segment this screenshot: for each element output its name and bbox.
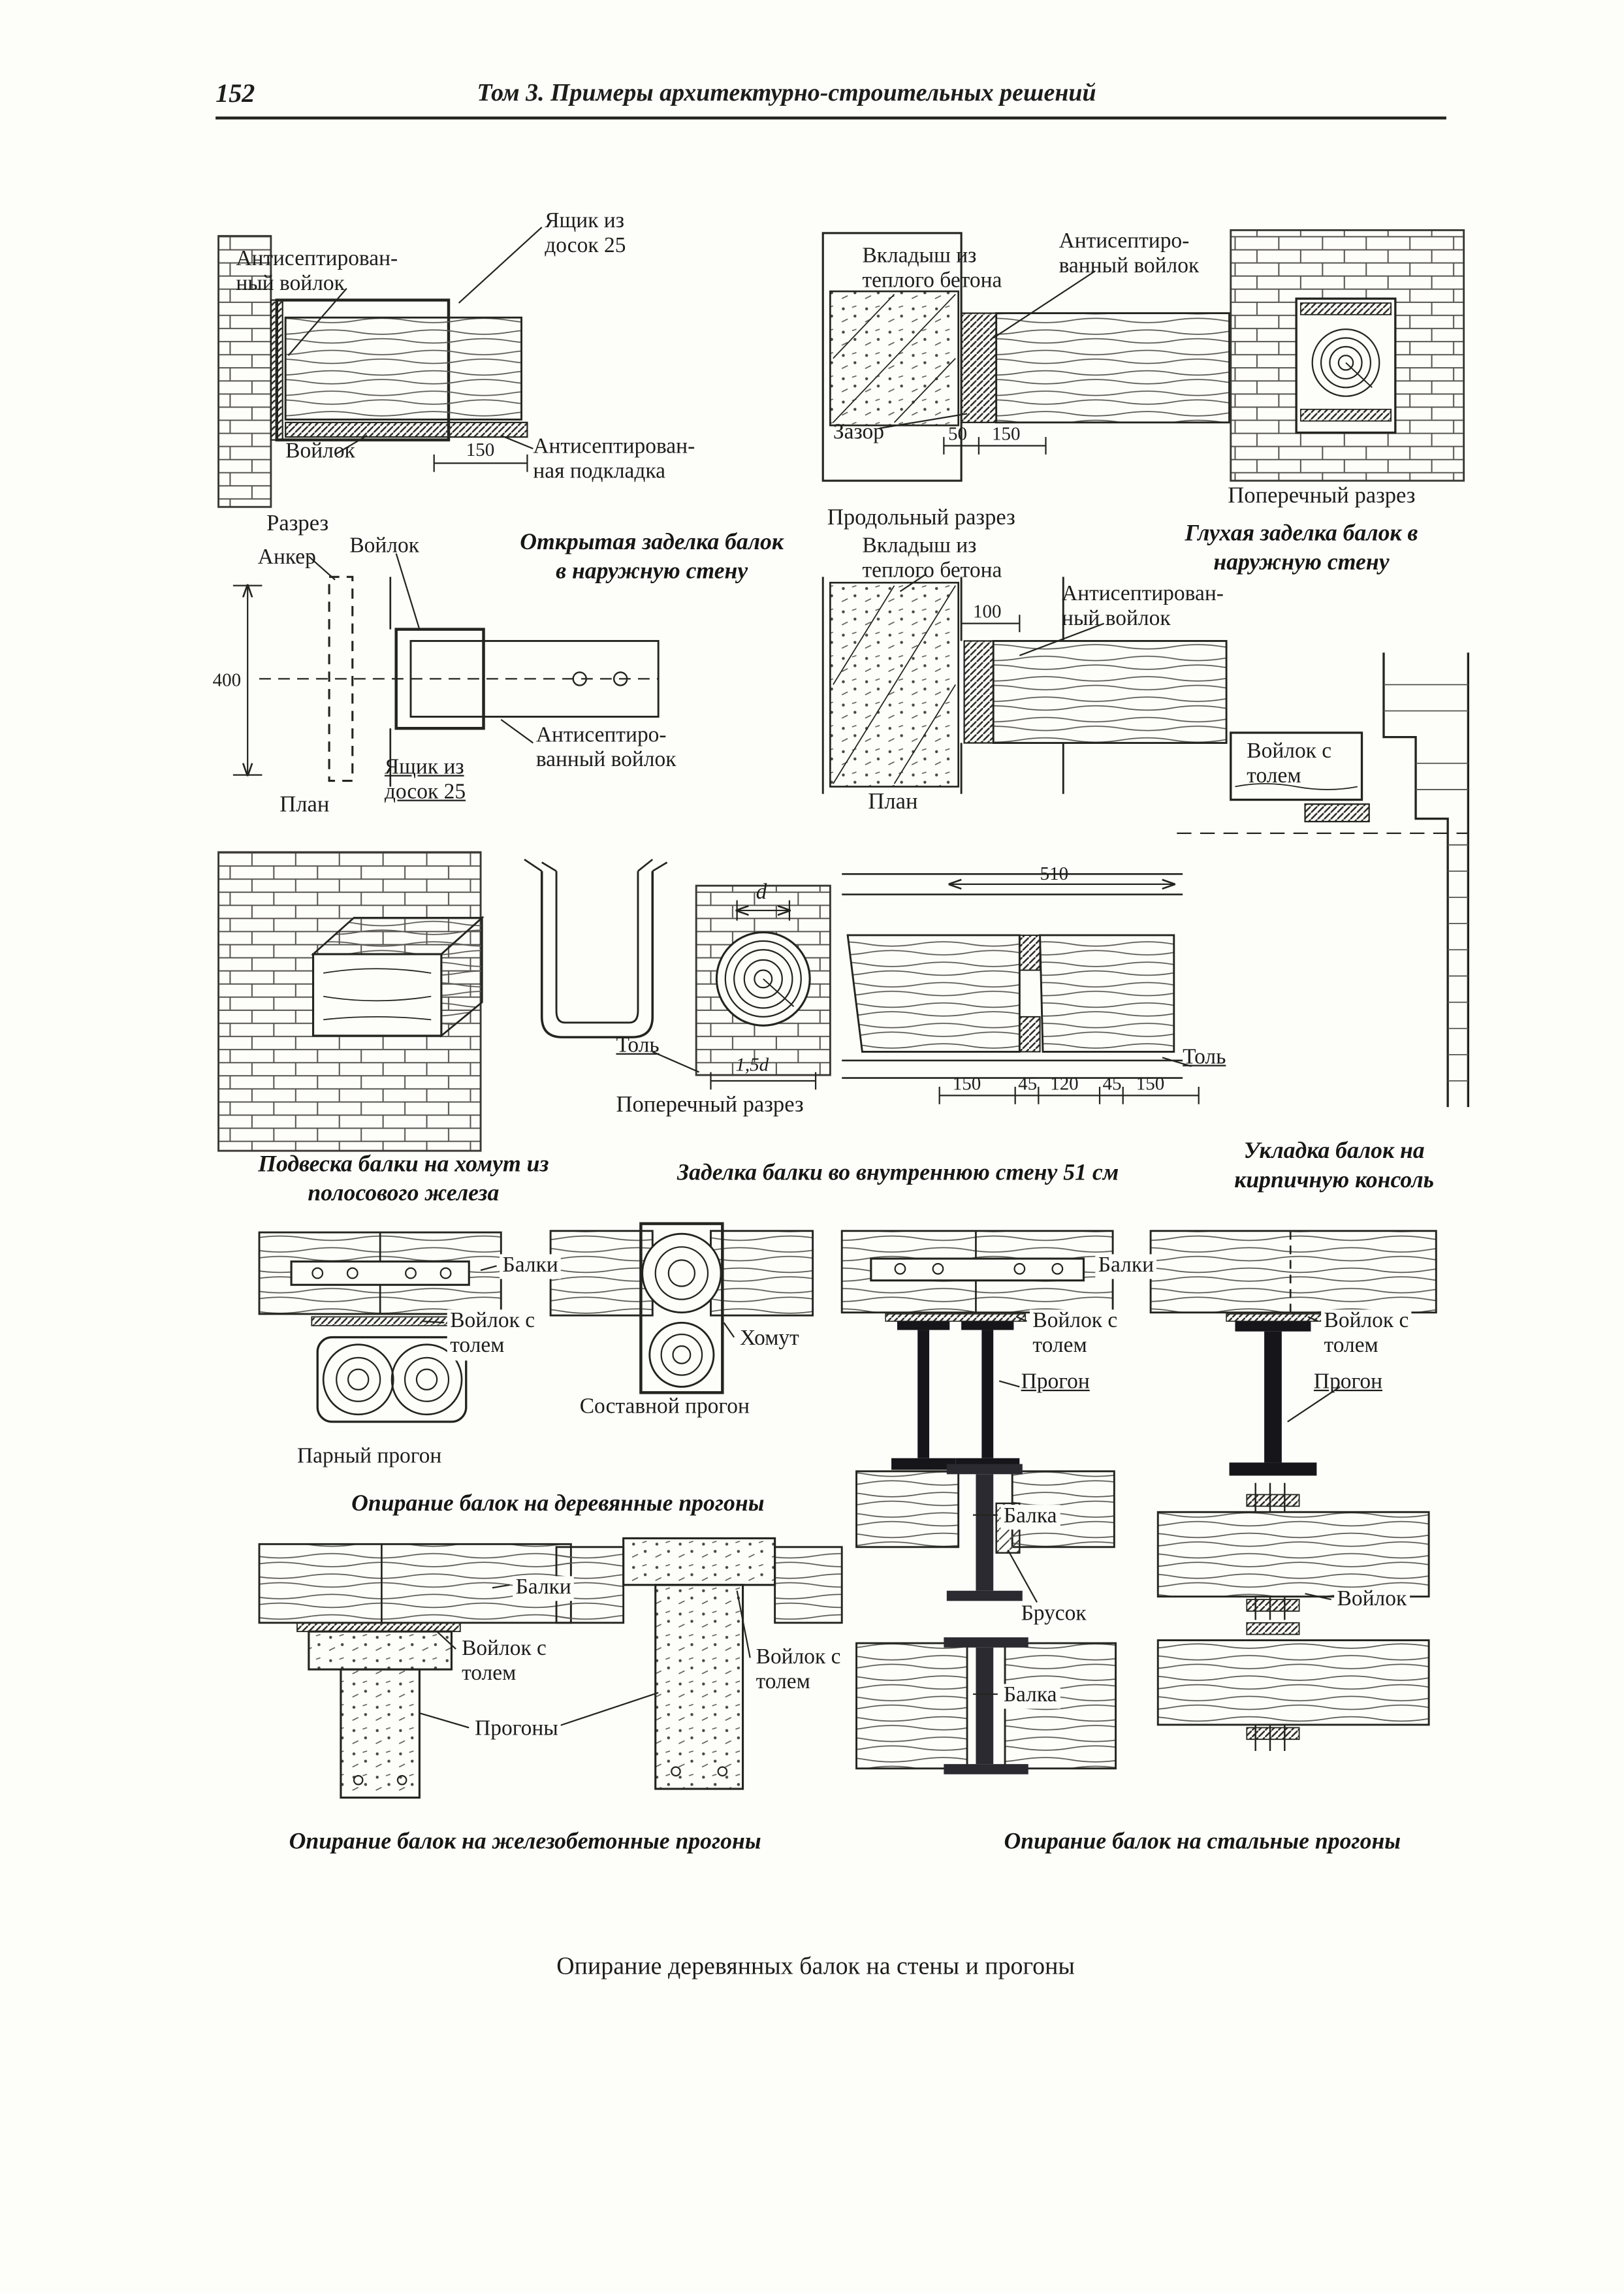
label-beam-steel-1: Балка [1000, 1505, 1060, 1530]
label-antiseptic-felt-blind: Антисептиро- ванный войлок [1059, 230, 1200, 279]
drawing-rc-girder-b [555, 1537, 843, 1790]
label-felt-tar-steel-1: Войлок с толем [1029, 1309, 1121, 1360]
drawing-blind-embed-plan [821, 573, 1228, 794]
drawing-bolted-beams [1156, 1483, 1430, 1752]
label-girders-rc: Прогоны [471, 1717, 562, 1743]
dim-1-5d: 1,5d [735, 1053, 769, 1076]
subtitle-section: Разрез [266, 511, 329, 536]
caption-console: Укладка балок на кирпичную консоль [1234, 1139, 1434, 1193]
drawing-brick-console [1177, 652, 1470, 1108]
subtitle-longitudinal-section: Продольный разрез [827, 505, 1015, 530]
label-felt: Войлок [285, 440, 355, 464]
label-anchor: Анкер [257, 546, 316, 570]
label-felt-tar-wood: Войлок с толем [447, 1309, 538, 1360]
label-bar: Брусок [1018, 1602, 1090, 1628]
label-beams-rc: Балки [513, 1576, 575, 1602]
label-felt-tar-rc-1: Войлок с толем [458, 1637, 550, 1688]
label-box-boards: Ящик из досок 25 [545, 210, 626, 259]
subtitle-cross-section-wall51: Поперечный разрез [616, 1092, 804, 1117]
caption-strap: Подвеска балки на хомут из полосового же… [258, 1152, 549, 1206]
label-girder-steel-1: Прогон [1021, 1370, 1090, 1394]
caption-wall51: Заделка балки во внутреннюю стену 51 см [677, 1161, 1119, 1186]
label-antiseptic-felt: Антисептирован- ный войлок [236, 248, 398, 297]
label-felt-tar-steel-2: Войлок с толем [1321, 1309, 1412, 1360]
dim-510: 510 [1040, 862, 1069, 884]
drawing-composite-girder [549, 1222, 814, 1394]
label-antiseptic-felt-blind-plan: Антисептирован- ный войлок [1062, 583, 1224, 632]
caption-open-embed: Открытая заделка балок в наружную стену [520, 530, 784, 584]
drawing-blind-embed-cross [1230, 229, 1465, 482]
subtitle-cross-section: Поперечный разрез [1228, 483, 1416, 509]
label-beam-steel-2: Балка [1000, 1684, 1060, 1710]
drawing-open-embed-plan [232, 553, 660, 787]
label-paired-girder: Парный прогон [297, 1445, 442, 1469]
drawing-wall51-longitudinal [842, 873, 1200, 1104]
caption-blind-embed: Глухая заделка балок в наружную стену [1185, 521, 1418, 575]
drawing-paired-girder [258, 1231, 502, 1423]
dim-chain-150a: 150 [952, 1072, 981, 1095]
subtitle-plan-blind: План [868, 789, 918, 814]
label-felt-tar-rc-2: Войлок с толем [753, 1646, 844, 1697]
subtitle-plan: План [279, 792, 330, 818]
drawing-steel-girder-b [1149, 1230, 1437, 1476]
dim-d: d [756, 881, 767, 905]
dim-chain-120: 120 [1050, 1072, 1079, 1095]
drawing-blind-embed-longitudinal [821, 232, 1230, 482]
dim-100: 100 [972, 600, 1002, 622]
label-felt-bolted: Войлок [1334, 1588, 1410, 1614]
label-clamp: Хомут [737, 1326, 803, 1353]
dim-50: 50 [948, 422, 968, 445]
label-beams-wood: Балки [500, 1254, 562, 1280]
header-rule [215, 116, 1446, 120]
label-warm-concrete-insert: Вкладыш из теплого бетона [862, 244, 1002, 294]
dim-400: 400 [212, 668, 242, 691]
label-felt-plan: Войлок [349, 534, 419, 558]
drawing-steel-bottom-b [855, 1637, 1117, 1774]
drawing-steel-girder-a [840, 1230, 1114, 1470]
label-beams-steel: Балки [1095, 1254, 1157, 1280]
label-tar-cross: Толь [616, 1034, 660, 1058]
dim-chain-150b: 150 [1136, 1072, 1165, 1095]
label-composite-girder: Составной прогон [579, 1395, 750, 1419]
label-antiseptic-pad: Антисептирован- ная подкладка [533, 435, 695, 485]
label-warm-concrete-insert-plan: Вкладыш из теплого бетона [862, 534, 1002, 584]
dim-chain-45b: 45 [1102, 1072, 1122, 1095]
caption-wood-girders: Опирание балок на деревянные прогоны [351, 1492, 765, 1516]
drawing-open-embed-section [217, 227, 543, 508]
caption-rc-girders: Опирание балок на железобетонные прогоны [289, 1829, 761, 1855]
dim-150-blind: 150 [991, 422, 1021, 445]
label-felt-with-tar-console: Войлок с толем [1247, 740, 1332, 789]
drawing-wall51-cross [652, 884, 831, 1090]
drawing-strap-suspension [217, 851, 668, 1152]
drawing-steel-bottom-a [855, 1464, 1115, 1603]
label-tar-longitudinal: Толь [1183, 1046, 1226, 1070]
page-number: 152 [215, 78, 255, 108]
dim-chain-45a: 45 [1018, 1072, 1038, 1095]
label-antiseptic-felt-plan: Антисептиро- ванный войлок [535, 724, 677, 773]
caption-steel-girders: Опирание балок на стальные прогоны [1004, 1829, 1401, 1855]
figure-main-caption: Опирание деревянных балок на стены и про… [556, 1951, 1075, 1980]
dim-150: 150 [466, 438, 495, 460]
label-box-boards-plan: Ящик из досок 25 [384, 756, 466, 805]
label-gap: Зазор [833, 421, 884, 445]
label-girder-steel-2: Прогон [1313, 1370, 1383, 1394]
page-header-title: Том 3. Примеры архитектурно-строительных… [477, 78, 1096, 106]
